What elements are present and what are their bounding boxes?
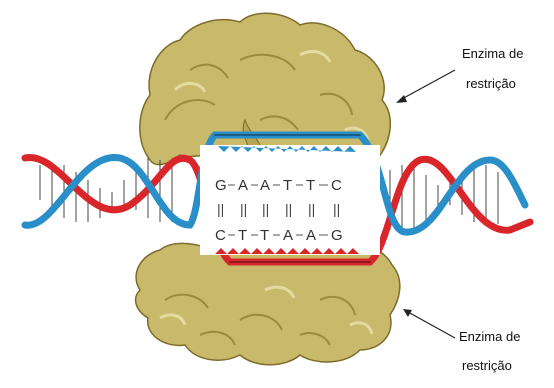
label-line: restrição xyxy=(466,76,516,91)
enzyme-label-bottom: Enzima de restrição xyxy=(459,329,520,373)
base: T xyxy=(260,227,269,244)
base: T xyxy=(306,177,315,194)
base: T xyxy=(283,177,292,194)
base: A xyxy=(283,227,293,244)
pair-mark: || xyxy=(308,201,315,217)
base: C xyxy=(215,227,226,244)
pair-mark: || xyxy=(240,201,247,217)
label-line: Enzima de xyxy=(462,46,523,61)
label-arrow-bottom xyxy=(403,309,455,338)
base: A xyxy=(260,177,270,194)
enzyme-label-top: Enzima de restrição xyxy=(462,46,523,91)
pair-mark: || xyxy=(262,201,269,217)
pair-mark: || xyxy=(217,201,224,217)
base: C xyxy=(331,177,342,194)
base: A xyxy=(306,227,316,244)
label-line: Enzima de xyxy=(459,329,520,344)
label-arrow-top xyxy=(396,70,455,103)
base: G xyxy=(331,227,343,244)
restriction-enzyme-top xyxy=(140,13,390,166)
label-line: restrição xyxy=(462,358,512,373)
base: G xyxy=(215,177,227,194)
base: T xyxy=(238,227,247,244)
pair-mark: || xyxy=(333,201,340,217)
base: A xyxy=(238,177,248,194)
pair-mark: || xyxy=(285,201,292,217)
